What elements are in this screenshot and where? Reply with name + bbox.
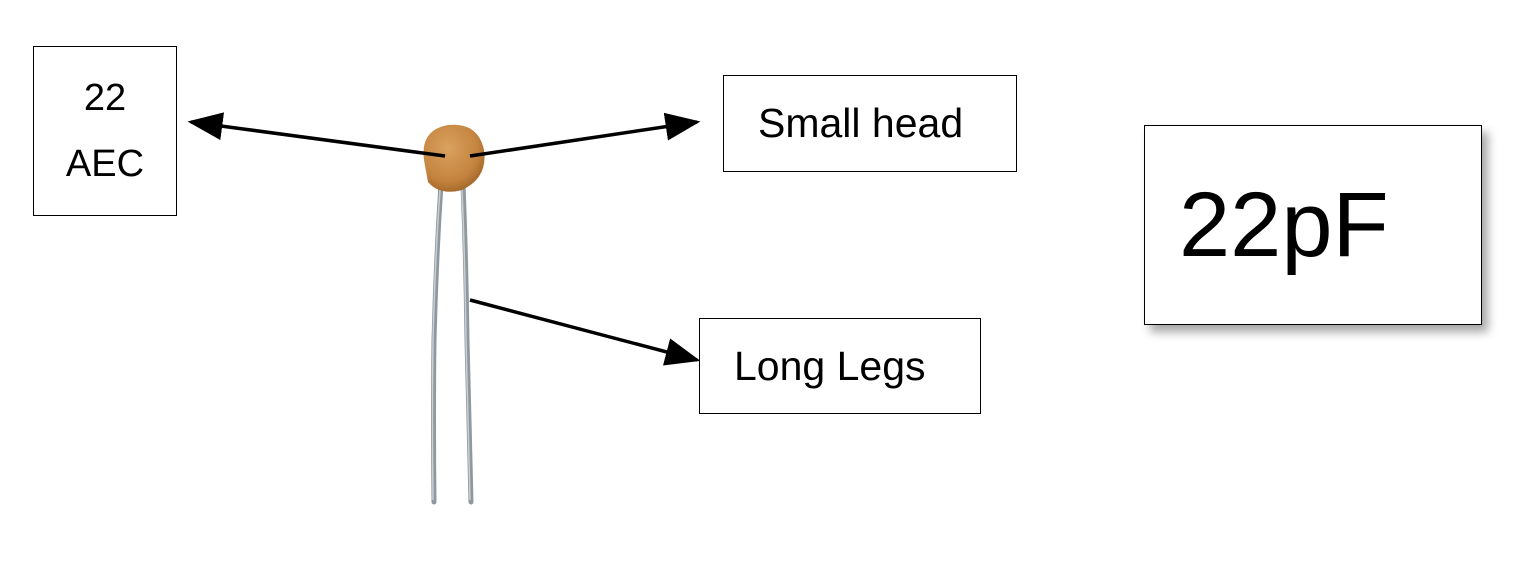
marking-arrow xyxy=(187,112,446,158)
legs-arrow xyxy=(469,298,701,366)
capacitor-leg-left xyxy=(431,181,444,505)
capacitance-value-box: 22pF xyxy=(1144,125,1482,325)
marking-line-1: 22 xyxy=(83,76,127,119)
capacitor-leg-right xyxy=(460,181,474,505)
marking-line-2: AEC xyxy=(65,143,145,185)
head-arrow xyxy=(469,112,701,158)
capacitance-value: 22pF xyxy=(1179,173,1389,276)
long-legs-label: Long Legs xyxy=(734,342,926,389)
capacitor-head xyxy=(423,124,485,192)
small-head-label: Small head xyxy=(758,100,964,146)
small-head-label-box: Small head xyxy=(723,75,1017,172)
capacitor-legs xyxy=(431,181,474,505)
marking-label-box: 22 AEC xyxy=(33,46,177,216)
long-legs-label-box: Long Legs xyxy=(699,318,981,414)
